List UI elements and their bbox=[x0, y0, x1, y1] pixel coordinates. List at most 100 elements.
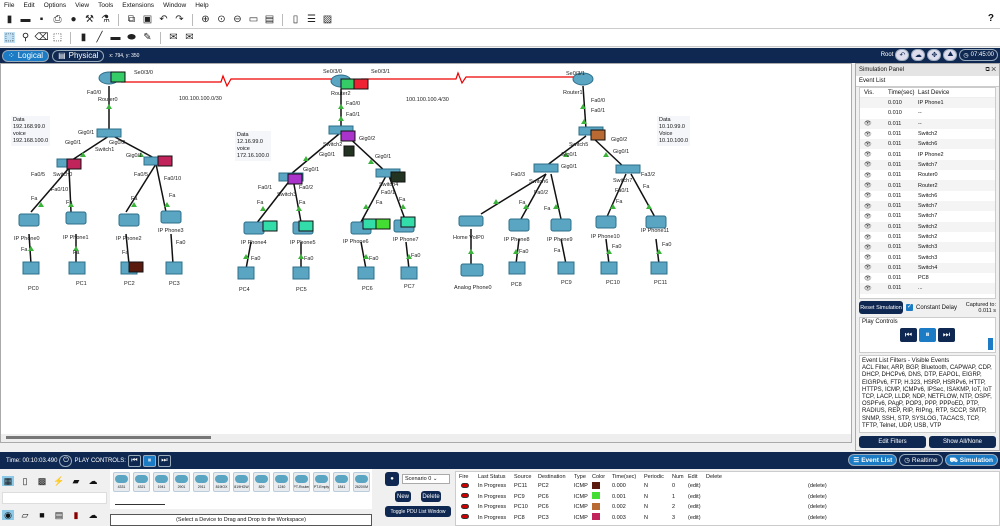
redo-icon[interactable]: ↷ bbox=[175, 13, 184, 25]
device-model-item[interactable]: 2901 bbox=[173, 472, 190, 492]
step-back-button[interactable]: ⏮ bbox=[127, 454, 141, 467]
zoom-reset-icon[interactable]: ⊙ bbox=[217, 13, 226, 25]
pdu-edit-link[interactable]: (edit) bbox=[688, 514, 701, 521]
pause-button[interactable]: ⏸ bbox=[142, 454, 156, 467]
zoom-out-icon[interactable]: ⊖ bbox=[233, 13, 242, 25]
end-devices-icon[interactable]: ▯ bbox=[22, 475, 28, 486]
subnet-note[interactable]: Data 12.16.99.0 voice 172.16.100.0 bbox=[235, 131, 272, 161]
device-model-item[interactable]: 829 bbox=[253, 472, 270, 492]
palette-icon[interactable]: ▤ bbox=[264, 13, 275, 25]
col-vis[interactable]: Vis. bbox=[864, 89, 874, 96]
ellipse-icon[interactable]: ⬬ bbox=[127, 31, 136, 43]
network-info-icon[interactable]: ⚗ bbox=[101, 13, 110, 25]
edit-filters-button[interactable]: Edit Filters bbox=[859, 436, 926, 448]
reset-simulation-button[interactable]: Reset Simulation bbox=[859, 301, 903, 314]
delete-icon[interactable]: ⌫ bbox=[34, 31, 49, 43]
step-back-button[interactable]: ⏮ bbox=[900, 328, 917, 342]
eye-icon[interactable]: 👁 bbox=[864, 265, 872, 272]
wan-emulation-icon[interactable]: ☁ bbox=[88, 509, 98, 520]
logical-tab[interactable]: ⁘Logical bbox=[2, 49, 50, 62]
simple-pdu-icon[interactable]: ✉ bbox=[169, 31, 178, 43]
device-model-item[interactable]: 4331 bbox=[113, 472, 130, 492]
menu-options[interactable]: Options bbox=[43, 2, 67, 9]
save-icon[interactable]: ▪ bbox=[39, 13, 44, 25]
pdu-edit-link[interactable]: (edit) bbox=[688, 483, 701, 490]
eye-icon[interactable]: 👁 bbox=[864, 213, 872, 220]
rectangle-draw-icon[interactable]: ▬ bbox=[110, 31, 121, 43]
eye-icon[interactable]: 👁 bbox=[864, 152, 872, 159]
constant-delay-checkbox[interactable]: ✓ bbox=[906, 304, 913, 311]
new-icon[interactable]: ▮ bbox=[6, 13, 13, 25]
menu-tools[interactable]: Tools bbox=[98, 2, 114, 9]
col-time[interactable]: Time(sec) bbox=[888, 89, 915, 96]
event-row[interactable]: 👁0.011... bbox=[860, 283, 995, 294]
realtime-tab[interactable]: ◷Realtime bbox=[899, 454, 943, 466]
undo-icon[interactable]: ↶ bbox=[159, 13, 168, 25]
connections-icon[interactable]: ⚡ bbox=[53, 475, 65, 486]
scenario-select[interactable]: Scenario 0 ⌄ bbox=[402, 474, 450, 484]
inspect-icon[interactable]: ⚲ bbox=[21, 31, 30, 43]
clock-button[interactable]: ◷07:45:00 bbox=[959, 49, 998, 61]
subnet-note[interactable]: Data 192.168.99.0 voice 192.168.100.0 bbox=[11, 116, 51, 146]
strip-scrollbar[interactable] bbox=[115, 504, 165, 505]
step-forward-button[interactable]: ⏭ bbox=[157, 454, 171, 467]
menu-edit[interactable]: Edit bbox=[23, 2, 35, 9]
cluster-icon[interactable]: ☁ bbox=[911, 49, 926, 61]
event-row[interactable]: 0.010-- bbox=[860, 108, 995, 118]
step-forward-button[interactable]: ⏭ bbox=[938, 328, 955, 342]
switches-icon[interactable]: ▱ bbox=[21, 509, 29, 520]
security-icon[interactable]: ▮ bbox=[73, 509, 79, 520]
help-icon[interactable]: ? bbox=[987, 13, 994, 24]
misc-icon[interactable]: ▰ bbox=[72, 475, 80, 486]
device-model-item[interactable]: 1941 bbox=[153, 472, 170, 492]
resize-icon[interactable]: ⬚ bbox=[52, 31, 63, 43]
note-icon[interactable]: ▮ bbox=[80, 31, 87, 43]
col-last-device[interactable]: Last Device bbox=[918, 89, 950, 96]
device-model-item[interactable]: 2911 bbox=[193, 472, 210, 492]
pdu-delete-link[interactable]: (delete) bbox=[808, 493, 827, 500]
image-icon[interactable]: ▨ bbox=[322, 13, 333, 25]
background-icon[interactable]: ⛰ bbox=[943, 49, 958, 61]
eye-icon[interactable]: 👁 bbox=[864, 172, 872, 179]
device-model-item[interactable]: 819IOX bbox=[213, 472, 230, 492]
copy-icon[interactable]: ⧉ bbox=[127, 13, 136, 25]
eye-icon[interactable]: 👁 bbox=[864, 183, 872, 190]
info-icon[interactable]: ● bbox=[385, 472, 399, 486]
device-model-item[interactable]: 819HGW bbox=[233, 472, 250, 492]
eye-icon[interactable]: 👁 bbox=[864, 285, 872, 292]
menu-window[interactable]: Window bbox=[163, 2, 187, 9]
device-model-item[interactable]: PT-Router bbox=[293, 472, 310, 492]
device-model-item[interactable]: 1240 bbox=[273, 472, 290, 492]
eye-icon[interactable]: 👁 bbox=[864, 162, 872, 169]
viewport-icon[interactable]: ☰ bbox=[307, 13, 316, 25]
logical-workspace[interactable]: 100.100.100.0/30 100.100.100.4/30 Se0/3/… bbox=[0, 63, 852, 443]
pdu-delete-link[interactable]: (delete) bbox=[808, 483, 827, 490]
pdu-delete-link[interactable]: (delete) bbox=[808, 504, 827, 511]
eye-icon[interactable]: 👁 bbox=[864, 224, 872, 231]
eye-icon[interactable]: 👁 bbox=[864, 193, 872, 200]
close-icon[interactable]: ✕ bbox=[991, 66, 996, 73]
move-icon[interactable]: ✥ bbox=[927, 49, 942, 61]
hubs-icon[interactable]: ■ bbox=[39, 510, 45, 520]
device-model-item[interactable]: 1841 bbox=[333, 472, 350, 492]
fire-icon[interactable] bbox=[461, 503, 469, 509]
menu-view[interactable]: View bbox=[75, 2, 90, 9]
back-icon[interactable]: ↶ bbox=[895, 49, 910, 61]
paste-icon[interactable]: ▣ bbox=[142, 13, 153, 25]
fire-icon[interactable] bbox=[461, 514, 469, 520]
